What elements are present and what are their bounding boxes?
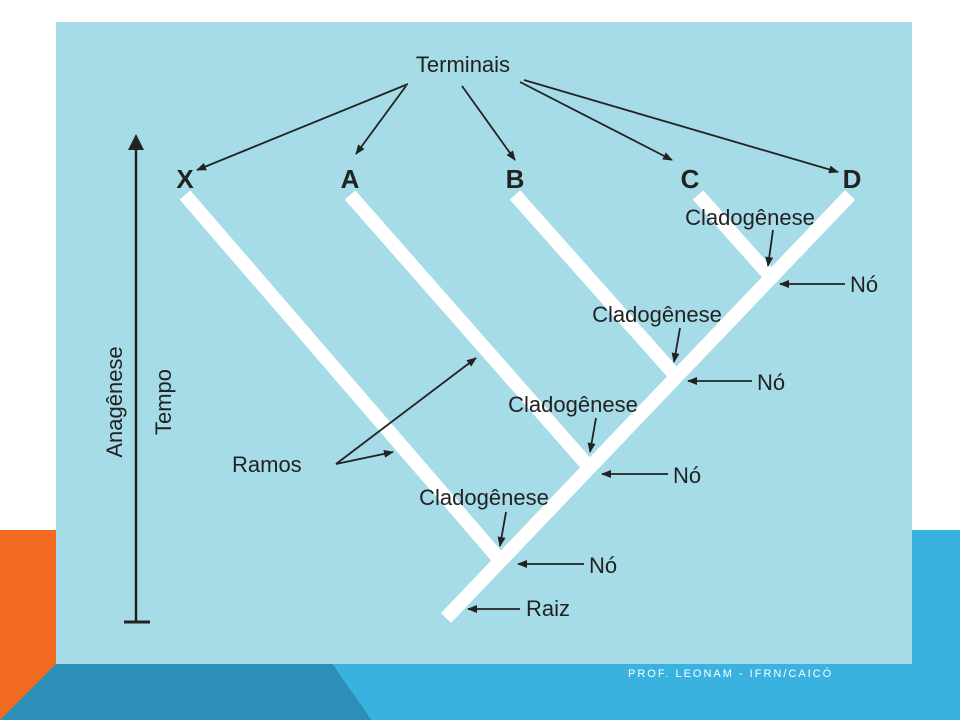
cladogenese-label-4: Cladogênese bbox=[419, 485, 549, 510]
footer-credit: PROF. LEONAM - IFRN/CAICÓ bbox=[628, 668, 834, 680]
cladogenese-arrows bbox=[497, 229, 774, 547]
node-arrows bbox=[517, 280, 845, 568]
main-branch bbox=[440, 190, 856, 623]
no-label-3: Nó bbox=[673, 463, 701, 488]
time-axis bbox=[124, 134, 150, 624]
branch-a bbox=[344, 190, 596, 473]
ramos-arrows bbox=[335, 357, 477, 465]
taxon-a: A bbox=[341, 164, 360, 194]
taxon-c: C bbox=[681, 164, 700, 194]
no-label-4: Nó bbox=[589, 553, 617, 578]
taxon-x: X bbox=[176, 164, 194, 194]
branch-c bbox=[692, 190, 778, 283]
dark-blue-accent-shape bbox=[0, 660, 372, 720]
anagenese-label: Anagênese bbox=[102, 346, 127, 457]
branch-b bbox=[509, 190, 681, 380]
no-label-1: Nó bbox=[850, 272, 878, 297]
raiz-label: Raiz bbox=[526, 596, 570, 621]
terminal-arrows bbox=[196, 79, 839, 174]
time-axis-arrowhead bbox=[128, 134, 144, 150]
tempo-label: Tempo bbox=[151, 369, 176, 435]
branches bbox=[179, 190, 856, 623]
ramos-label: Ramos bbox=[232, 452, 302, 477]
taxon-d: D bbox=[843, 164, 862, 194]
cladogenese-label-3: Cladogênese bbox=[508, 392, 638, 417]
cladogenese-label-1: Cladogênese bbox=[685, 205, 815, 230]
cladogenese-label-2: Cladogênese bbox=[592, 302, 722, 327]
no-label-2: Nó bbox=[757, 370, 785, 395]
taxon-b: B bbox=[506, 164, 525, 194]
blue-accent-shape bbox=[330, 530, 960, 720]
branch-x bbox=[179, 190, 506, 565]
terminais-label: Terminais bbox=[416, 52, 510, 77]
